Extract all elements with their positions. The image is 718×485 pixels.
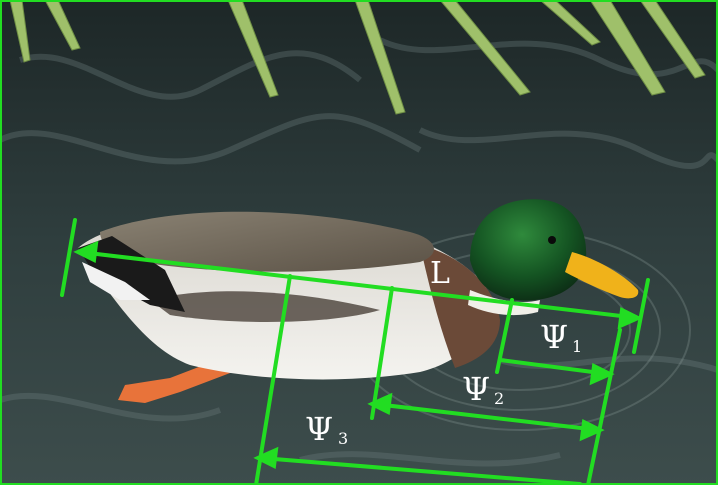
measurement-overlay	[60, 218, 650, 485]
psi-1-symbol: Ψ	[540, 318, 568, 356]
reed-leaves	[9, 0, 706, 115]
psi-2-line	[373, 402, 600, 432]
length-tick-left	[60, 218, 77, 297]
psi-3-label: Ψ 3	[305, 410, 348, 448]
duck-bill	[565, 252, 639, 299]
psi-1-subscript: 1	[572, 337, 582, 356]
duck-breast	[420, 245, 500, 368]
duck-eye	[548, 236, 556, 244]
front-guide	[586, 328, 622, 485]
psi-2-label: Ψ 2	[462, 370, 504, 408]
psi-1-line	[498, 358, 610, 376]
psi-2-arrowhead-left	[367, 392, 393, 416]
water-ripples	[0, 37, 718, 467]
psi-2-subscript: 2	[494, 389, 504, 408]
psi-2-arrowhead-right	[579, 418, 605, 442]
length-tick-right	[632, 278, 650, 354]
psi-3-symbol: Ψ	[305, 410, 333, 448]
duck-head	[470, 199, 587, 301]
psi-1-label: Ψ 1	[540, 318, 582, 356]
length-line-L	[78, 250, 640, 320]
duck-tail-white	[82, 262, 150, 300]
psi-3-subscript: 3	[338, 429, 348, 448]
psi-3-guide	[254, 274, 292, 485]
length-label: L	[430, 256, 450, 291]
length-arrowhead-right	[617, 306, 643, 330]
psi-2-guide	[370, 286, 394, 420]
mallard-duck	[78, 199, 639, 403]
psi-2-symbol: Ψ	[462, 370, 490, 408]
length-arrowhead-left	[73, 240, 99, 264]
duck-wing	[100, 211, 434, 272]
duck-wing-dark-band	[150, 291, 380, 322]
psi-1-arrowhead	[589, 362, 615, 386]
psi-3-arrowhead	[253, 446, 279, 470]
psi-3-line	[260, 456, 582, 485]
